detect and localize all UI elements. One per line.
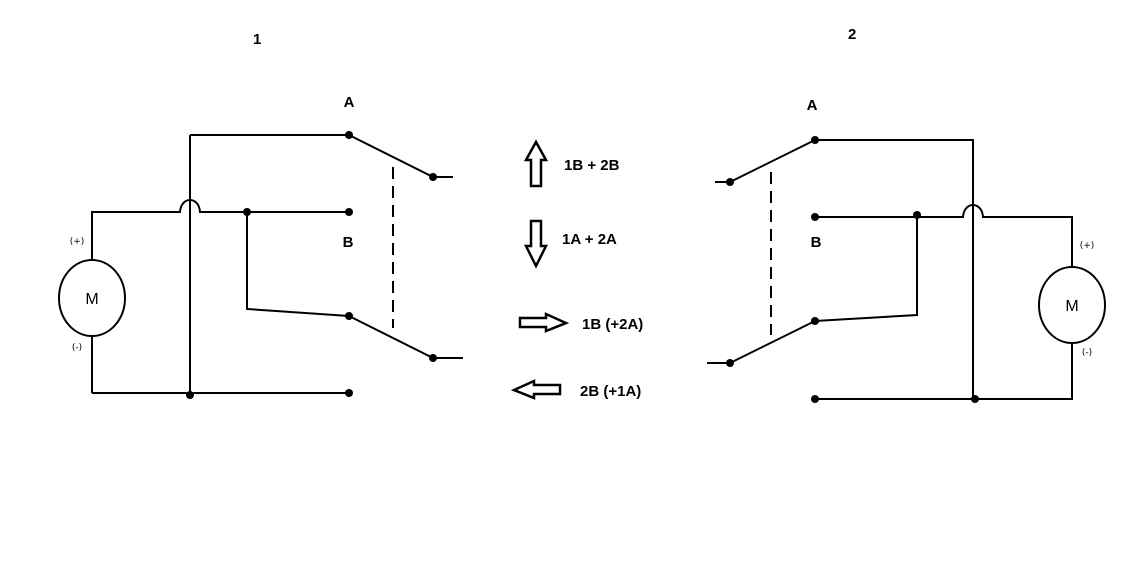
arrow-right-icon bbox=[518, 312, 570, 333]
junction bbox=[243, 208, 251, 216]
switch-arm-lower bbox=[348, 315, 463, 359]
left-circuit: M (+) (-) A B bbox=[58, 94, 463, 399]
wire-with-crossover bbox=[91, 199, 349, 260]
contact bbox=[429, 173, 437, 181]
minus-terminal-label: (-) bbox=[1082, 348, 1092, 358]
junction bbox=[971, 395, 979, 403]
contact-b bbox=[345, 208, 353, 216]
wire bbox=[815, 343, 1073, 400]
legend-label: 1B (+2A) bbox=[582, 316, 643, 333]
motor-symbol bbox=[58, 259, 126, 337]
contact bbox=[345, 389, 353, 397]
legend-label: 1B + 2B bbox=[564, 157, 620, 174]
junction bbox=[913, 211, 921, 219]
wire bbox=[815, 139, 974, 399]
circuit-1-title: 1 bbox=[253, 31, 261, 48]
contact bbox=[811, 317, 819, 325]
contact-a bbox=[811, 136, 819, 144]
contact bbox=[811, 395, 819, 403]
junction bbox=[186, 391, 194, 399]
arrow-up-icon bbox=[523, 139, 549, 188]
arrow-down-icon bbox=[523, 219, 549, 269]
label-a: A bbox=[344, 94, 355, 111]
contact bbox=[429, 354, 437, 362]
arrow-left-icon bbox=[510, 379, 562, 400]
contact-a bbox=[345, 131, 353, 139]
circuit-2-title: 2 bbox=[848, 26, 856, 43]
legend-label: 1A + 2A bbox=[562, 231, 617, 248]
contact-b bbox=[811, 213, 819, 221]
label-a: A bbox=[807, 97, 818, 114]
switch-arm-lower bbox=[707, 320, 816, 364]
legend: 1B + 2B 1A + 2A 1B (+2A) 2B (+1A) bbox=[510, 139, 643, 400]
wire bbox=[814, 215, 918, 322]
minus-terminal-label: (-) bbox=[72, 343, 82, 353]
motor-symbol bbox=[1038, 266, 1106, 344]
switch-arm-upper bbox=[348, 134, 453, 178]
plus-terminal-label: (+) bbox=[1080, 241, 1095, 251]
contact bbox=[726, 178, 734, 186]
contact bbox=[345, 312, 353, 320]
motor-label: M bbox=[85, 291, 98, 308]
wire bbox=[246, 212, 350, 317]
legend-label: 2B (+1A) bbox=[580, 383, 641, 400]
contact bbox=[726, 359, 734, 367]
motor-label: M bbox=[1065, 298, 1078, 315]
wire-with-crossover bbox=[815, 204, 1073, 267]
right-circuit: M (+) (-) A B bbox=[707, 97, 1106, 403]
switch-arm-upper bbox=[715, 139, 816, 183]
plus-terminal-label: (+) bbox=[70, 237, 85, 247]
label-b: B bbox=[811, 234, 822, 251]
label-b: B bbox=[343, 234, 354, 251]
